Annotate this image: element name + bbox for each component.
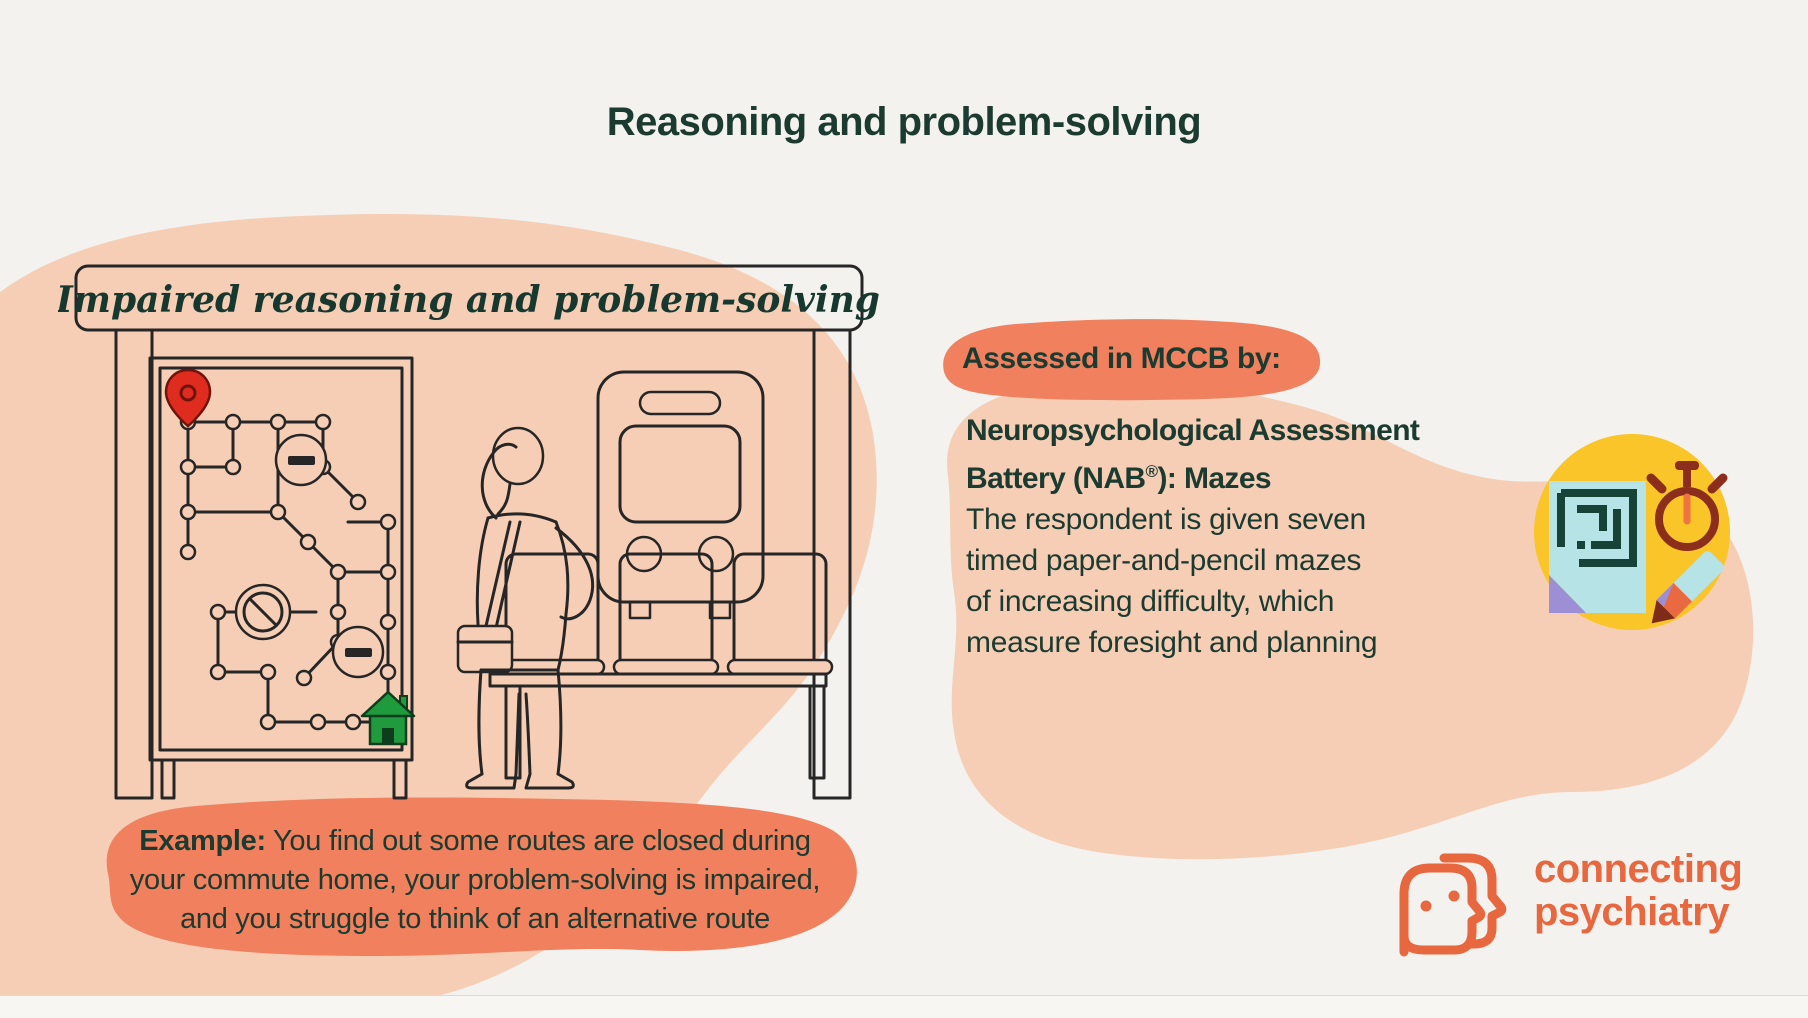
illustration-caption: Impaired reasoning and problem-solving <box>58 279 880 321</box>
test-description-line: measure foresight and planning <box>966 626 1378 659</box>
bus-stop-illustration: Impaired reasoning and problem-solving <box>58 264 880 800</box>
test-name-line2: Battery (NAB®): Mazes <box>966 462 1272 495</box>
shelter-post-left <box>114 328 154 800</box>
map-board <box>148 356 416 800</box>
bench-seats <box>488 552 834 780</box>
test-name-line1: Neuropsychological Assessment <box>966 414 1420 447</box>
bus-icon <box>596 370 765 620</box>
logo-eye-right <box>1448 890 1460 902</box>
logo-line2: psychiatry <box>1534 890 1730 934</box>
test-description-line: timed paper-and-pencil mazes <box>966 544 1362 577</box>
registered-mark: ® <box>1145 462 1159 481</box>
left-peach-blob <box>0 213 877 996</box>
logo-heads-icon <box>1399 853 1507 957</box>
no-entry-icon <box>234 583 292 641</box>
assessed-badge-label: Assessed in MCCB by: <box>962 342 1281 375</box>
road-closed-icon <box>331 625 385 679</box>
road-closed-icon <box>274 433 328 487</box>
example-line2: your commute home, your problem-solving … <box>129 864 821 896</box>
example-block: Example: You find out some routes are cl… <box>80 822 870 939</box>
assessed-badge-blob <box>943 319 1321 401</box>
logo-wordmark: connecting psychiatry <box>1534 847 1743 934</box>
logo-eye-left <box>1420 900 1432 912</box>
maze-test-icon <box>1549 461 1728 624</box>
test-description: The respondent is given seven timed pape… <box>966 499 1466 663</box>
maze-paper-icon <box>1549 481 1646 613</box>
example-line1: Example: You find out some routes are cl… <box>139 825 811 857</box>
stopwatch-icon <box>1646 461 1728 551</box>
example-line3: and you struggle to think of an alternat… <box>180 903 770 935</box>
test-description-line: The respondent is given seven <box>966 503 1366 536</box>
location-pin-icon <box>164 368 212 428</box>
house-icon <box>360 690 416 746</box>
page-title: Reasoning and problem-solving <box>606 100 1202 144</box>
logo-line1: connecting <box>1534 847 1743 891</box>
shelter-post-right <box>812 328 852 800</box>
person-figure <box>456 426 595 790</box>
logo-head-left <box>1399 863 1486 957</box>
shelter-sign <box>74 264 864 332</box>
example-blob <box>106 797 857 956</box>
test-description-line: of increasing difficulty, which <box>966 585 1335 618</box>
example-label: Example: <box>139 825 266 857</box>
bottom-strip <box>0 995 1808 1018</box>
pencil-icon <box>1651 551 1724 624</box>
test-name: Neuropsychological Assessment Battery (N… <box>966 410 1446 499</box>
